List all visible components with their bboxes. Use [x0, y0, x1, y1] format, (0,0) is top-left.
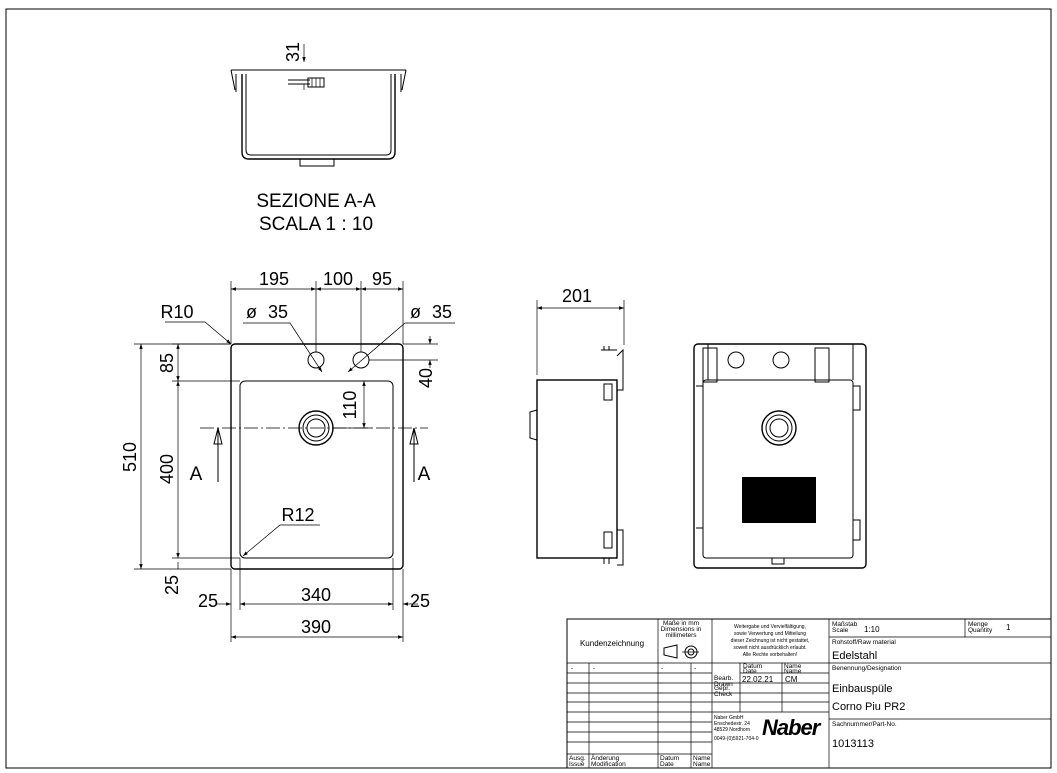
- material-label: Rohstoff/Raw material: [832, 639, 896, 646]
- dimensions-label-2: Dimensions in: [661, 626, 702, 633]
- drawn-name: CM: [785, 675, 798, 684]
- checked-label-1: Gepr.: [714, 685, 730, 692]
- section-title: SEZIONE A-A: [256, 191, 376, 212]
- dim-195: 195: [259, 269, 289, 289]
- drawn-label-1: Bearb.: [714, 675, 733, 682]
- label-plate: [742, 477, 816, 523]
- dash-1: -: [571, 665, 573, 672]
- dimensions-label-3: millimeters: [665, 632, 697, 639]
- bottom-date-label-1: Datum: [660, 755, 679, 762]
- scale-label-2: Scale: [832, 627, 849, 634]
- issue-label-2: Issue: [569, 761, 585, 768]
- issue-label-1: Ausg.: [569, 755, 586, 762]
- date-label-1: Datum: [743, 663, 762, 670]
- company-address-3: 48529 Nordhorn: [714, 727, 750, 733]
- dim-510: 510: [120, 442, 140, 472]
- modification-label-2: Modification: [591, 761, 626, 768]
- dim-40: 40: [416, 368, 436, 388]
- dim-340: 340: [301, 585, 331, 605]
- company-address-2: Enschedestr. 24: [714, 721, 750, 727]
- designation-line-2: Corno Piu PR2: [832, 701, 905, 713]
- name-label-1: Name: [784, 663, 802, 670]
- drawn-date: 22.02.21: [742, 675, 774, 684]
- hole-left-symbol: ø: [246, 302, 257, 322]
- checked-label-2: Check: [714, 691, 733, 698]
- company-logo: Naber: [762, 715, 822, 740]
- designation-line-1: Einbauspüle: [832, 683, 893, 695]
- scale-value: 1:10: [864, 625, 880, 634]
- quantity-label-2: Quantity: [968, 627, 993, 634]
- material-value: Edelstahl: [832, 650, 877, 662]
- radius-r10: R10: [160, 302, 193, 322]
- section-scale: SCALA 1 : 10: [259, 214, 373, 235]
- part-no-value: 1013113: [832, 738, 874, 750]
- dash-4: -: [694, 665, 696, 672]
- dim-100: 100: [323, 269, 353, 289]
- scale-label-1: Maßstab: [832, 621, 858, 628]
- title-block: Kundenzeichnung Maße in mm Dimensions in…: [566, 618, 1052, 769]
- top-view: 195 100 95 R10 ø 35 ø 35 85 40 110 510 4: [120, 269, 455, 642]
- customer-drawing-label: Kundenzeichnung: [580, 639, 644, 648]
- side-view: 201: [529, 286, 625, 566]
- part-no-label: Sachnummer/Part-No.: [832, 721, 897, 728]
- copyright-line-4: soweit nicht ausdrücklich erlaubt.: [733, 645, 806, 651]
- dim-25-right: 25: [410, 591, 430, 611]
- projection-symbol-icon: [663, 644, 699, 659]
- bottom-name-label-1: Name: [693, 755, 711, 762]
- modification-label-1: Änderung: [591, 754, 620, 762]
- sheet-frame: [5, 8, 1052, 769]
- dash-3: -: [661, 665, 663, 672]
- dim-390: 390: [301, 617, 331, 637]
- dim-110: 110: [340, 391, 360, 420]
- bottom-date-label-2: Date: [660, 761, 674, 768]
- dim-31: 31: [283, 42, 303, 62]
- quantity-value: 1: [1006, 623, 1011, 632]
- section-view: 31 SEZIONE A-A SCALA 1 : 10: [230, 42, 407, 235]
- dim-201: 201: [562, 286, 592, 306]
- name-label-2: Name: [784, 668, 802, 675]
- back-view: [693, 343, 867, 569]
- section-marker-right: A: [418, 464, 431, 485]
- dim-95: 95: [372, 269, 392, 289]
- hole-left-value: 35: [268, 302, 288, 322]
- quantity-label-1: Menge: [968, 621, 988, 628]
- dash-2: -: [593, 665, 595, 672]
- hole-right-symbol: ø: [410, 302, 421, 322]
- copyright-line-2: sowie Verwertung und Mitteilung: [734, 631, 806, 637]
- section-marker-left: A: [190, 464, 203, 485]
- company-address-1: Naber GmbH: [714, 715, 744, 721]
- drawn-label-2: Drawn: [714, 681, 733, 688]
- dim-85: 85: [157, 353, 177, 373]
- dim-25-left: 25: [198, 591, 218, 611]
- date-label-2: Date: [743, 668, 757, 675]
- copyright-line-3: dieser Zeichnung ist nicht gestattet,: [731, 638, 810, 644]
- hole-right-value: 35: [432, 302, 452, 322]
- company-phone: 0049-(0)5921-704-0: [714, 736, 759, 742]
- dimensions-label-1: Maße in mm: [663, 620, 699, 627]
- radius-r12: R12: [281, 505, 314, 525]
- copyright-line-5: Alle Rechte vorbehalten!: [743, 652, 797, 658]
- bottom-name-label-2: Name: [693, 761, 711, 768]
- dim-25-vertical: 25: [162, 575, 182, 595]
- dim-400: 400: [157, 454, 177, 484]
- copyright-line-1: Weitergabe und Vervielfältigung,: [734, 624, 806, 630]
- designation-label: Benennung/Designation: [832, 665, 902, 672]
